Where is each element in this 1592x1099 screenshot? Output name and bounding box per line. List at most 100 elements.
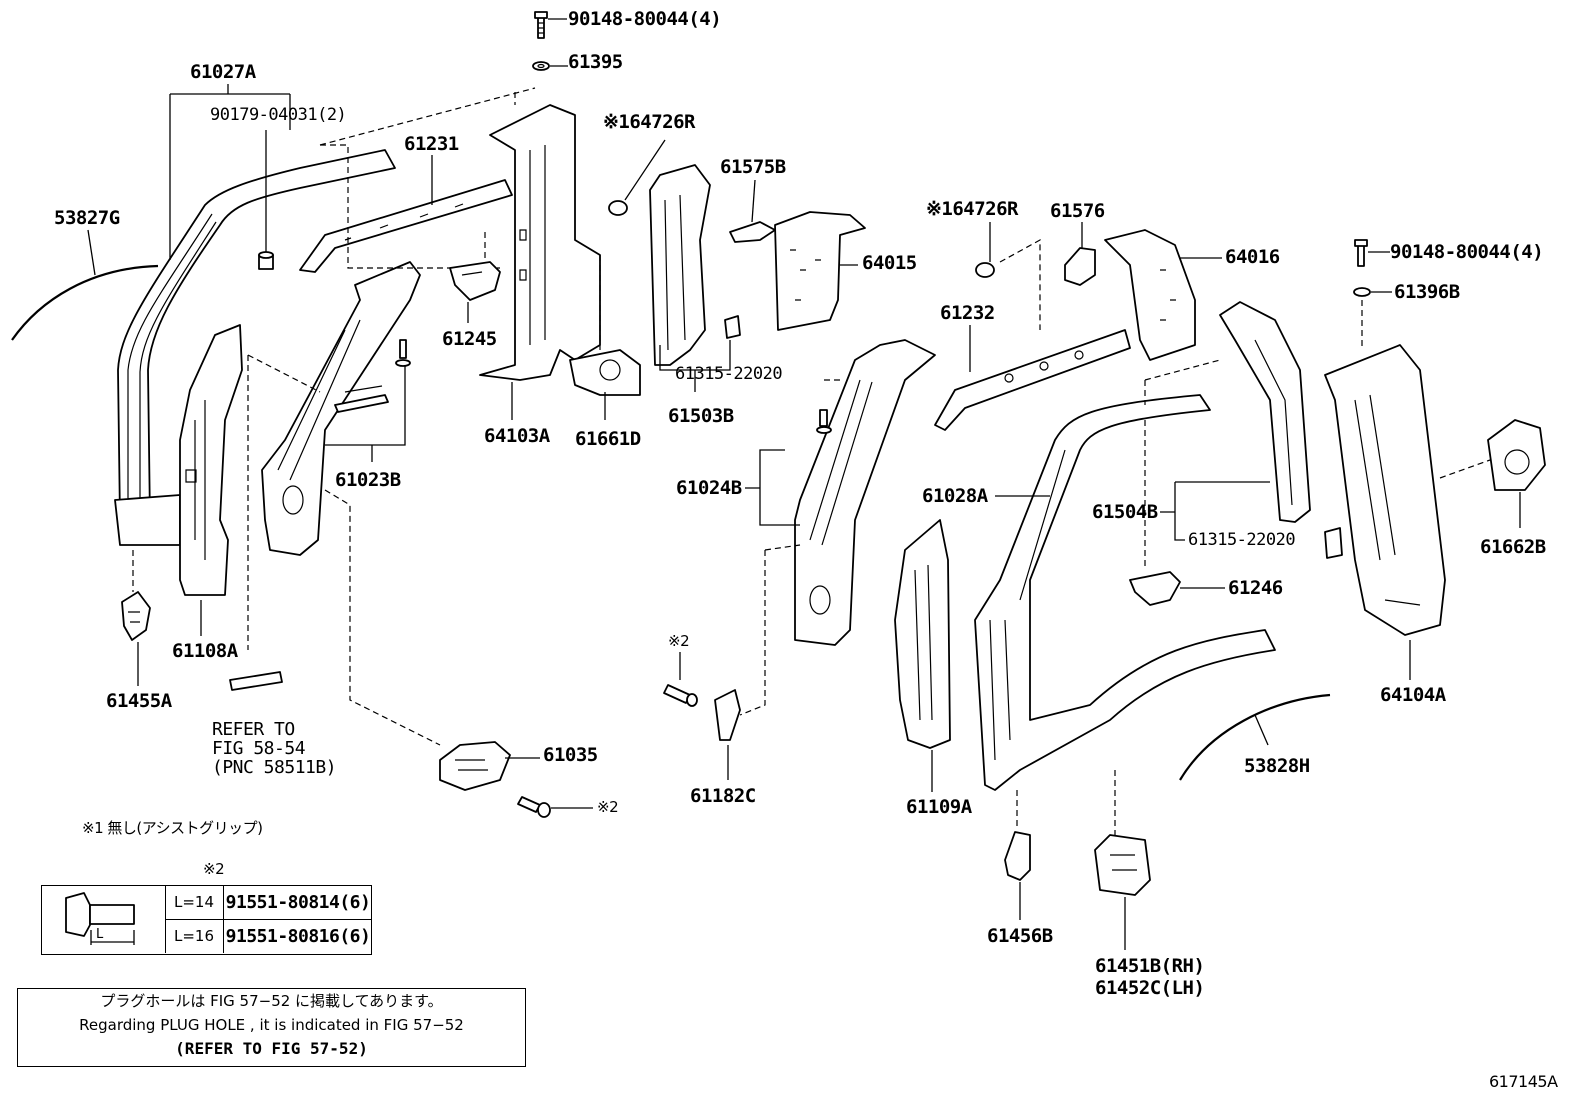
label-61576: 61576 xyxy=(1050,200,1105,222)
part-61024B xyxy=(794,339,936,646)
label-61245: 61245 xyxy=(442,328,497,350)
part-61504B xyxy=(1219,301,1311,523)
plate-61315-left xyxy=(724,315,741,339)
part-61108A xyxy=(179,324,243,596)
dash-61231-top xyxy=(319,87,536,146)
bolt-part-1: 91551-80814(6) xyxy=(225,892,371,913)
washer-61395 xyxy=(532,61,550,71)
leader-61575B xyxy=(751,179,756,223)
dash-61662B xyxy=(1439,459,1491,479)
bolt-2-lower xyxy=(517,796,551,818)
dash-refer xyxy=(247,354,321,650)
label-61109A: 61109A xyxy=(906,796,972,818)
part-61503B xyxy=(649,164,711,366)
bolt-90148-top xyxy=(534,11,548,39)
label-61315-right: 61315-22020 xyxy=(1188,530,1296,550)
dash-61232 xyxy=(999,238,1041,330)
label-61396B: 61396B xyxy=(1394,281,1460,303)
strip-53828H xyxy=(1179,693,1331,781)
label-bolt-2-lower: ※2 xyxy=(597,798,619,816)
bolt-table-header: ※2 xyxy=(203,860,225,878)
part-61028A xyxy=(974,394,1276,791)
refer-plate xyxy=(229,671,283,691)
part-61576 xyxy=(1064,247,1096,286)
label-61182C: 61182C xyxy=(690,785,756,807)
bolt-61024B xyxy=(816,409,832,434)
part-61035 xyxy=(439,741,511,791)
notice-line-ref: (REFER TO FIG 57-52) xyxy=(175,1039,368,1058)
notice-line-en: Regarding PLUG HOLE , it is indicated in… xyxy=(79,1016,464,1034)
part-64103A xyxy=(479,104,601,381)
label-61035: 61035 xyxy=(543,744,598,766)
dash-61028A xyxy=(1144,359,1221,405)
part-64104A xyxy=(1324,344,1446,636)
label-61231: 61231 xyxy=(404,133,459,155)
leader-61504B xyxy=(1160,481,1270,541)
label-61024B: 61024B xyxy=(676,477,742,499)
bolt-table-picture-cell: L xyxy=(42,886,166,953)
part-61575B xyxy=(729,221,776,243)
plug-hole-notice: プラグホールは FIG 57−52 に掲載してあります。 Regarding P… xyxy=(17,988,526,1067)
label-61503B: 61503B xyxy=(668,405,734,427)
leader-61023B xyxy=(325,360,406,462)
label-61452C: 61452C(LH) xyxy=(1095,977,1205,999)
label-64726R-left: ※164726R xyxy=(603,111,696,133)
label-90148-right: 90148-80044(4) xyxy=(1390,241,1544,263)
label-61575B: 61575B xyxy=(720,156,786,178)
label-61246: 61246 xyxy=(1228,577,1283,599)
part-61245 xyxy=(449,261,501,301)
part-61661D xyxy=(569,349,641,396)
part-61455A xyxy=(121,591,151,641)
label-64015: 64015 xyxy=(862,252,917,274)
label-64104A: 64104A xyxy=(1380,684,1446,706)
part-61023B xyxy=(261,261,421,556)
label-53827G: 53827G xyxy=(54,207,120,229)
leader-53827G xyxy=(87,229,96,276)
part-61246 xyxy=(1129,571,1181,606)
label-61315-left: 61315-22020 xyxy=(675,364,783,384)
part-61456B xyxy=(1004,831,1031,881)
bolt-part-2: 91551-80816(6) xyxy=(225,926,371,947)
part-61662B xyxy=(1487,419,1546,491)
bolt-length-2: L=16 xyxy=(165,920,224,953)
label-61455A: 61455A xyxy=(106,690,172,712)
figure-id: 617145A xyxy=(1489,1072,1558,1091)
part-61451B xyxy=(1094,834,1151,896)
bolt-2-upper xyxy=(663,684,698,707)
plug-64726R-right xyxy=(975,262,995,278)
footnote: ※1 無し(アシストグリップ) xyxy=(82,819,263,837)
dash-61231 xyxy=(320,144,500,269)
label-61232: 61232 xyxy=(940,302,995,324)
strip-53827G xyxy=(11,264,159,341)
part-61027A xyxy=(114,149,396,546)
bolt-90148-right xyxy=(1354,239,1368,267)
label-bolt-2-upper: ※2 xyxy=(668,632,690,650)
leader-61024B xyxy=(745,449,800,526)
bolt-dimension-label: L xyxy=(96,927,103,942)
refer-note: REFER TO FIG 58-54 (PNC 58511B) xyxy=(212,719,337,778)
bolt-table-divider xyxy=(165,919,371,920)
label-61662B: 61662B xyxy=(1480,536,1546,558)
washer-61396B xyxy=(1353,287,1371,297)
label-64726R-right: ※164726R xyxy=(926,198,1019,220)
label-90148-top: 90148-80044(4) xyxy=(568,8,722,30)
part-61182C xyxy=(714,689,741,741)
plate-61315-right xyxy=(1324,527,1343,559)
label-61395: 61395 xyxy=(568,51,623,73)
leader-53828H xyxy=(1254,714,1269,746)
dash-61182C xyxy=(739,550,766,716)
bolt-61023B xyxy=(395,339,411,367)
plug-64726R-left xyxy=(608,200,628,216)
label-53828H: 53828H xyxy=(1244,755,1310,777)
label-61027A: 61027A xyxy=(190,61,256,83)
label-61108A: 61108A xyxy=(172,640,238,662)
part-61232 xyxy=(934,329,1131,431)
bolt-length-1: L=14 xyxy=(165,886,224,919)
label-61661D: 61661D xyxy=(575,428,641,450)
label-90179: 90179-04031(2) xyxy=(210,105,347,125)
leader-64726R-left xyxy=(624,139,666,201)
part-61231 xyxy=(299,179,513,273)
label-61451B: 61451B(RH) xyxy=(1095,955,1205,977)
